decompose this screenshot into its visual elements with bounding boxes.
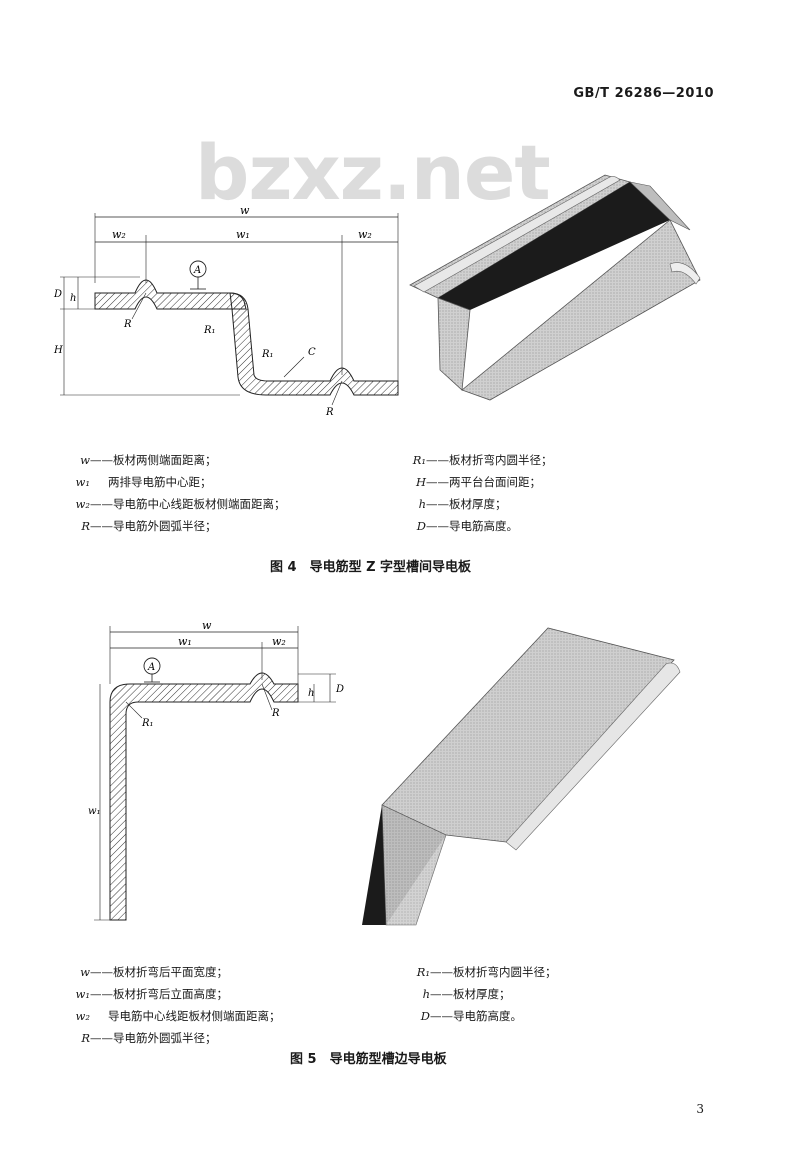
- dim-w1-vertical-label: w₁: [88, 806, 101, 817]
- legend-text: 导电筋中心线距板材侧端面距离；: [108, 1009, 281, 1023]
- dim-D-label: D: [53, 289, 62, 300]
- dim-w2-right-label: w₂: [358, 228, 372, 241]
- figure5-legend-item: h——板材厚度；: [404, 986, 511, 1002]
- legend-text: ——板材折弯内圆半径；: [430, 965, 557, 979]
- dim-w1-label: w₁: [178, 635, 192, 648]
- legend-symbol: w: [80, 965, 90, 979]
- legend-symbol: w₂: [75, 497, 90, 511]
- legend-symbol: h: [418, 497, 426, 511]
- legend-text: ——导电筋高度。: [426, 519, 518, 533]
- dim-w2-left-label: w₂: [112, 228, 126, 241]
- dim-R1-top-label: R₁: [203, 325, 216, 336]
- dim-h-label: h: [308, 688, 314, 699]
- dim-R1-bottom-label: R₁: [261, 349, 274, 360]
- figure4-legend-item: H——两平台台面间距；: [400, 474, 541, 490]
- legend-text: ——导电筋外圆弧半径；: [90, 1031, 217, 1045]
- figure5-cross-section-drawing: w w₁ w₂ D h A w₁ R₁ R: [88, 619, 344, 921]
- figure5-legend-item: w——板材折弯后平面宽度；: [64, 964, 228, 980]
- figure5-legend-item: D——导电筋高度。: [404, 1008, 522, 1024]
- page-number: 3: [696, 1102, 704, 1116]
- legend-text: 两排导电筋中心距；: [108, 475, 212, 489]
- dim-R-bottom-label: R: [325, 407, 334, 418]
- figure4-legend-item: D——导电筋高度。: [400, 518, 518, 534]
- datum-A-label: A: [147, 662, 155, 673]
- legend-symbol: D: [416, 519, 426, 533]
- legend-symbol: h: [422, 987, 430, 1001]
- figure4-legend-item: w₁ 两排导电筋中心距；: [64, 474, 212, 490]
- figure4-legend-item: R₁——板材折弯内圆半径；: [400, 452, 553, 468]
- dim-C-label: C: [308, 347, 316, 358]
- legend-symbol: w: [80, 453, 90, 467]
- legend-text: ——导电筋高度。: [430, 1009, 522, 1023]
- legend-symbol: R: [81, 1031, 90, 1045]
- legend-symbol: w₁: [75, 987, 90, 1001]
- legend-symbol: H: [415, 475, 426, 489]
- dim-w1-label: w₁: [236, 228, 250, 241]
- legend-text: ——板材折弯后平面宽度；: [90, 965, 228, 979]
- legend-text: ——板材厚度；: [426, 497, 507, 511]
- figure4-cross-section-drawing: w w₂ w₁ w₂ D h H A R R₁ R₁ R C: [53, 205, 399, 418]
- legend-symbol: w₂: [75, 1009, 90, 1023]
- dim-w2-label: w₂: [272, 635, 286, 648]
- figure4-legend-item: w——板材两侧端面距离；: [64, 452, 217, 468]
- legend-symbol: D: [420, 1009, 430, 1023]
- legend-text: ——板材折弯后立面高度；: [90, 987, 228, 1001]
- figure5-product-illustration: [362, 627, 681, 926]
- legend-text: ——板材折弯内圆半径；: [426, 453, 553, 467]
- legend-text: ——导电筋外圆弧半径；: [90, 519, 217, 533]
- dim-w-label: w: [240, 205, 250, 217]
- dim-R1-label: R₁: [141, 718, 154, 729]
- dim-w-label: w: [202, 619, 212, 632]
- dim-R-label: R: [271, 708, 280, 719]
- legend-symbol: w₁: [75, 475, 90, 489]
- legend-text: ——板材两侧端面距离；: [90, 453, 217, 467]
- legend-symbol: R₁: [412, 453, 426, 467]
- standard-number: GB/T 26286—2010: [573, 86, 714, 101]
- dim-R-top-label: R: [123, 319, 132, 330]
- datum-A-label: A: [193, 265, 201, 276]
- legend-text: ——两平台台面间距；: [426, 475, 541, 489]
- figure4-legend-item: R——导电筋外圆弧半径；: [64, 518, 217, 534]
- figure4-product-illustration: [409, 174, 701, 401]
- figure5-legend-item: w₂ 导电筋中心线距板材侧端面距离；: [64, 1008, 281, 1024]
- figure4-caption: 图 4 导电筋型 Z 字型槽间导电板: [270, 560, 472, 575]
- dim-h-label: h: [70, 293, 76, 304]
- watermark: bzxz.net: [195, 128, 551, 217]
- legend-text: ——导电筋中心线距板材侧端面距离；: [90, 497, 286, 511]
- dim-H-label: H: [53, 345, 63, 356]
- figure5-legend-item: R——导电筋外圆弧半径；: [64, 1030, 217, 1046]
- legend-symbol: R₁: [416, 965, 430, 979]
- legend-symbol: R: [81, 519, 90, 533]
- legend-text: ——板材厚度；: [430, 987, 511, 1001]
- dim-D-label: D: [335, 684, 344, 695]
- figure4-legend-item: w₂——导电筋中心线距板材侧端面距离；: [64, 496, 286, 512]
- figure5-legend-item: R₁——板材折弯内圆半径；: [404, 964, 557, 980]
- figure5-legend-item: w₁——板材折弯后立面高度；: [64, 986, 228, 1002]
- figure4-legend-item: h——板材厚度；: [400, 496, 507, 512]
- figure5-caption: 图 5 导电筋型槽边导电板: [290, 1052, 447, 1067]
